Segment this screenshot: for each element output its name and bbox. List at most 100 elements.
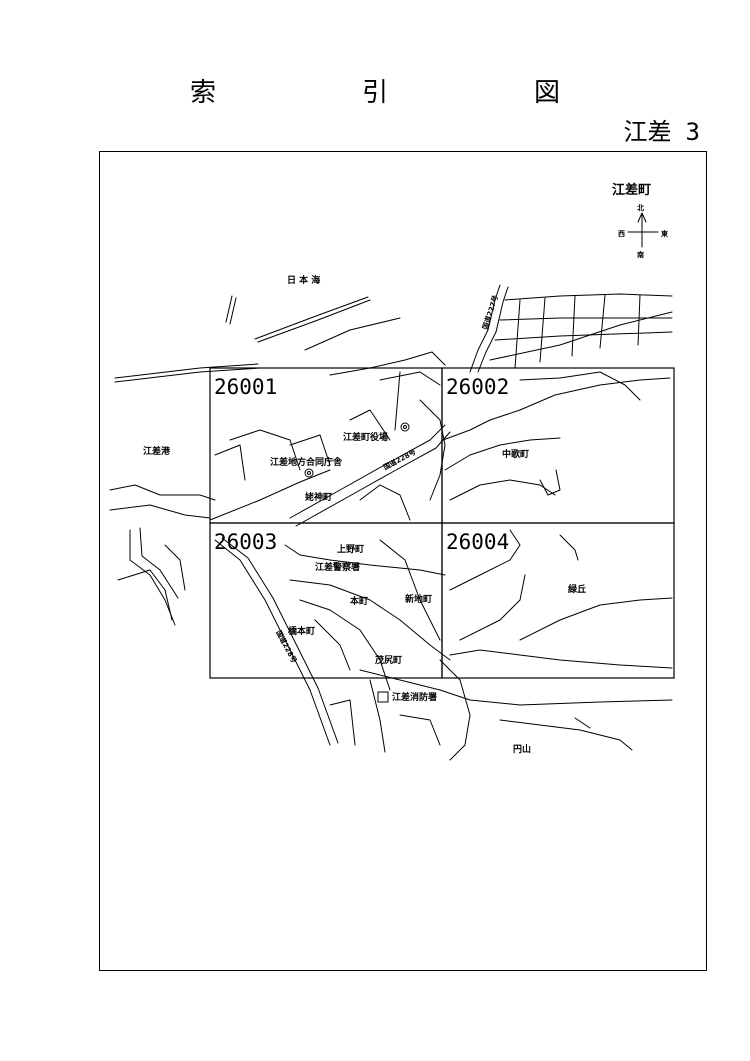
shinchi-label: 新地町 bbox=[405, 593, 432, 605]
breakwater bbox=[114, 363, 259, 379]
nakauta-label: 中歌町 bbox=[502, 448, 529, 460]
contour bbox=[459, 574, 526, 641]
breakwater bbox=[254, 296, 369, 340]
gov-office-symbol-inner bbox=[307, 471, 311, 475]
honcho-label: 本町 bbox=[350, 595, 368, 607]
police-label: 江差警察署 bbox=[315, 561, 360, 573]
street bbox=[289, 434, 331, 466]
route-228 bbox=[295, 431, 451, 527]
sheet-label: 江差 3 bbox=[624, 112, 700, 147]
landmark-symbols bbox=[304, 422, 410, 703]
tile-26004[interactable] bbox=[441, 522, 675, 679]
route-227 bbox=[469, 284, 501, 373]
shigeshiri-label: 茂尻町 bbox=[374, 654, 402, 666]
route-228 bbox=[214, 539, 331, 746]
sheet-name: 江差 bbox=[623, 118, 672, 146]
harbour-edge bbox=[139, 527, 179, 599]
street bbox=[369, 679, 386, 753]
kamino-label: 上野町 bbox=[337, 543, 364, 555]
street bbox=[419, 399, 446, 501]
breakwater bbox=[114, 367, 261, 383]
page-title: 索 引 図 bbox=[189, 78, 620, 108]
town-office-label: 江差町役場 bbox=[343, 431, 388, 443]
compass-east: 東 bbox=[661, 229, 669, 238]
town-office-symbol bbox=[400, 422, 410, 432]
street bbox=[439, 659, 471, 761]
sea-label: 日 本 海 bbox=[287, 274, 320, 286]
compass-west: 西 bbox=[618, 230, 625, 238]
hashimoto-label: 橋本町 bbox=[288, 625, 315, 637]
street bbox=[394, 371, 401, 431]
map-frame bbox=[99, 151, 707, 971]
street bbox=[514, 299, 521, 369]
map-linework bbox=[109, 212, 673, 761]
street bbox=[299, 599, 391, 691]
tile-number-26001: 26001 bbox=[214, 375, 277, 399]
street bbox=[379, 371, 441, 386]
street bbox=[499, 317, 673, 321]
route-227-label: 国道227号 bbox=[480, 294, 500, 331]
street bbox=[329, 351, 446, 376]
compass-north: 北 bbox=[637, 203, 644, 212]
breakwater bbox=[257, 299, 371, 343]
breakwater bbox=[304, 317, 401, 351]
contour bbox=[499, 719, 633, 751]
contour bbox=[449, 479, 556, 501]
fire-station-label: 江差消防署 bbox=[392, 691, 437, 703]
sheet-number: 3 bbox=[685, 118, 700, 146]
breakwater bbox=[229, 297, 237, 325]
tile-grid bbox=[209, 367, 675, 679]
harbour-edge bbox=[129, 529, 176, 626]
street bbox=[539, 469, 561, 496]
route-228 bbox=[289, 424, 446, 519]
tile-number-26002: 26002 bbox=[446, 375, 509, 399]
street bbox=[314, 619, 351, 671]
street bbox=[349, 409, 391, 441]
route-227 bbox=[477, 286, 509, 373]
street bbox=[289, 579, 451, 661]
street bbox=[504, 293, 673, 301]
maruyama-label: 円山 bbox=[513, 743, 531, 755]
contour bbox=[444, 437, 561, 471]
contour bbox=[519, 371, 641, 401]
street bbox=[329, 699, 356, 746]
street bbox=[571, 295, 576, 357]
harbour-edge bbox=[117, 569, 173, 621]
street bbox=[494, 331, 673, 341]
tile-number-26004: 26004 bbox=[446, 530, 509, 554]
compass-south: 南 bbox=[637, 250, 644, 259]
fire-station-symbol bbox=[377, 691, 389, 703]
street bbox=[229, 429, 301, 471]
street bbox=[284, 544, 446, 576]
harbour-edge bbox=[109, 504, 211, 519]
gov-office-label: 江差地方合同庁舎 bbox=[270, 456, 343, 468]
contour bbox=[442, 377, 671, 441]
breakwater bbox=[225, 295, 233, 323]
harbour-edge bbox=[109, 484, 216, 501]
contour bbox=[449, 529, 521, 591]
contour bbox=[559, 534, 579, 561]
street bbox=[359, 484, 411, 521]
street bbox=[379, 539, 441, 641]
compass-arrow bbox=[637, 212, 647, 223]
midorigaoka-label: 緑丘 bbox=[568, 583, 586, 595]
harbour-edge bbox=[164, 544, 186, 591]
town-office-symbol-inner bbox=[403, 425, 407, 429]
contour bbox=[574, 717, 591, 729]
tile-number-26003: 26003 bbox=[214, 530, 277, 554]
kanjin-label: 姥神町 bbox=[304, 491, 332, 503]
street bbox=[359, 669, 673, 706]
street bbox=[399, 714, 441, 746]
compass-town: 江差町 bbox=[612, 182, 651, 198]
gov-office-symbol bbox=[304, 468, 314, 478]
street bbox=[599, 294, 606, 349]
compass-cross bbox=[627, 214, 659, 248]
route-228 bbox=[221, 537, 339, 744]
street bbox=[209, 469, 331, 521]
contour bbox=[519, 597, 673, 641]
street bbox=[214, 444, 246, 481]
street bbox=[539, 297, 546, 363]
port-label: 江差港 bbox=[143, 445, 171, 457]
street bbox=[489, 311, 673, 361]
